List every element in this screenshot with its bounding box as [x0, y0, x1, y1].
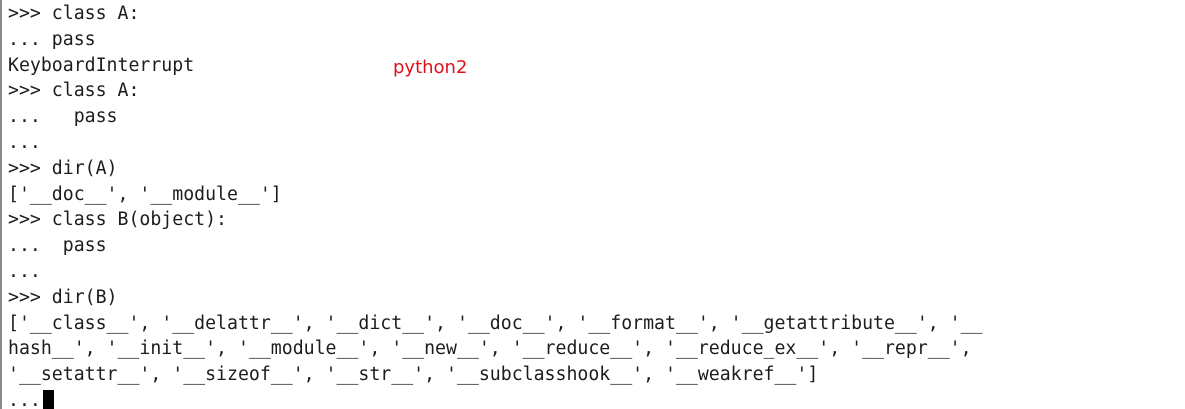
terminal-line: >>> dir(B) [8, 286, 118, 308]
terminal-prompt: ... [8, 389, 41, 409]
terminal-line: ... [8, 260, 41, 282]
terminal-prompt-line[interactable]: ... [8, 388, 983, 409]
terminal-line: KeyboardInterrupt [8, 54, 195, 76]
terminal-line: ['__class__', '__delattr__', '__dict__',… [8, 312, 983, 334]
terminal-line: ... pass [8, 106, 118, 128]
terminal-line: ... [8, 131, 41, 153]
python2-annotation: python2 [393, 57, 468, 78]
terminal-line: ... pass [8, 28, 96, 50]
terminal-line: >>> dir(A) [8, 157, 118, 179]
text-cursor [42, 389, 54, 409]
terminal-line: >>> class B(object): [8, 209, 227, 231]
terminal-output: >>> class A: ... pass KeyboardInterrupt … [8, 1, 983, 409]
terminal-line: ... pass [8, 235, 107, 257]
terminal-line: ['__doc__', '__module__'] [8, 183, 282, 205]
terminal-line: >>> class A: [8, 3, 140, 24]
terminal-line: hash__', '__init__', '__module__', '__ne… [8, 338, 972, 360]
terminal-line: '__setattr__', '__sizeof__', '__str__', … [8, 364, 819, 386]
terminal-line: >>> class A: [8, 80, 140, 102]
